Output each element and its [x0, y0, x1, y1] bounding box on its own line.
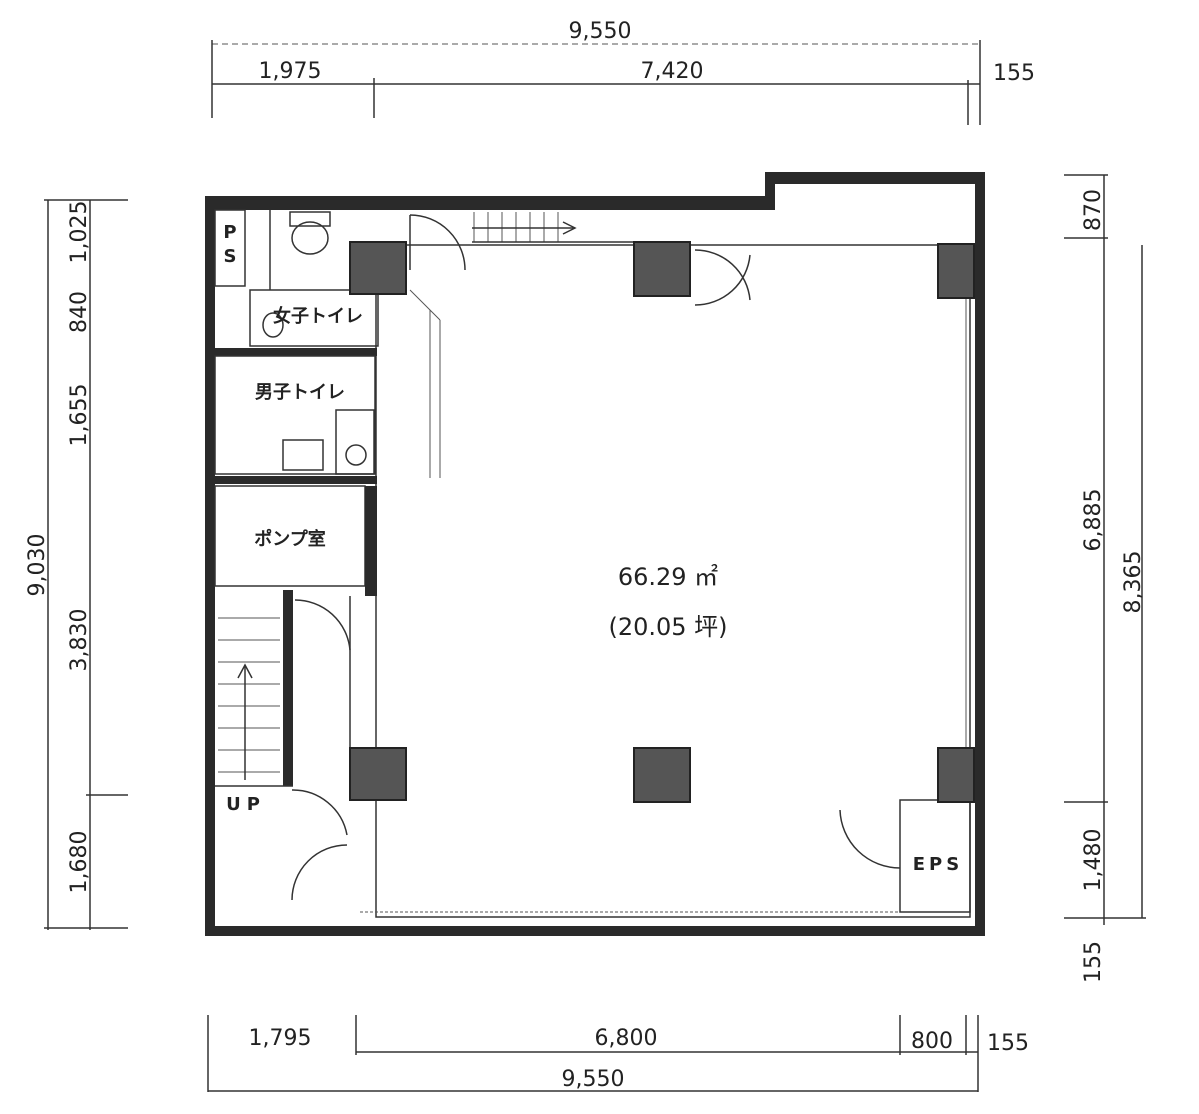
- dim-left-2: 840: [67, 291, 92, 333]
- columns: [349, 241, 975, 803]
- outer-walls: [205, 172, 985, 936]
- dim-right-4: 155: [1081, 941, 1106, 983]
- main-room-area-tsubo: (20.05 坪): [608, 613, 727, 641]
- label-ps-s: S: [224, 246, 237, 267]
- dim-top-mid: 7,420: [641, 59, 704, 84]
- dim-left-5: 1,680: [67, 831, 92, 894]
- dim-bottom-left: 1,795: [249, 1026, 312, 1051]
- top-dimensions: [211, 40, 981, 125]
- column-bottom-left: [349, 747, 407, 801]
- label-womens-toilet: 女子トイレ: [273, 305, 363, 327]
- label-ps-p: P: [223, 222, 236, 243]
- dim-left-3: 1,655: [67, 384, 92, 447]
- label-eps: EPS: [913, 854, 963, 875]
- stair-top: [472, 212, 640, 243]
- dim-top-right: 155: [993, 61, 1035, 86]
- column-top-right: [937, 243, 975, 299]
- dim-top-left: 1,975: [259, 59, 322, 84]
- stair-left: [218, 617, 280, 780]
- column-top-left: [349, 241, 407, 295]
- service-core-walls: [207, 209, 379, 787]
- dim-left-total: 9,030: [25, 534, 50, 597]
- dim-left-1: 1,025: [67, 201, 92, 264]
- dim-bottom-right-b: 155: [987, 1031, 1029, 1056]
- dim-right-total: 8,365: [1121, 551, 1146, 614]
- bottom-dimensions: [207, 1015, 979, 1092]
- dim-right-1: 870: [1081, 189, 1106, 231]
- column-top-mid: [633, 241, 691, 297]
- dim-right-2: 6,885: [1081, 489, 1106, 552]
- dim-top-total: 9,550: [569, 19, 632, 44]
- dim-bottom-right-a: 800: [911, 1029, 953, 1054]
- right-dimensions: [1064, 174, 1146, 925]
- main-room-area-m2: 66.29 ㎡: [618, 563, 718, 591]
- doors: [291, 214, 901, 901]
- label-pump-room: ポンプ室: [254, 528, 325, 550]
- eps-enclosure: [899, 799, 971, 913]
- label-up: UP: [226, 794, 266, 815]
- dim-left-4: 3,830: [67, 609, 92, 672]
- dim-bottom-mid: 6,800: [595, 1026, 658, 1051]
- column-bottom-right: [937, 747, 975, 803]
- dim-right-3: 1,480: [1081, 829, 1106, 892]
- left-dimensions: [44, 199, 128, 930]
- fixtures: [262, 211, 375, 475]
- label-mens-toilet: 男子トイレ: [255, 382, 345, 403]
- column-center: [633, 747, 691, 803]
- dim-bottom-total: 9,550: [562, 1067, 625, 1092]
